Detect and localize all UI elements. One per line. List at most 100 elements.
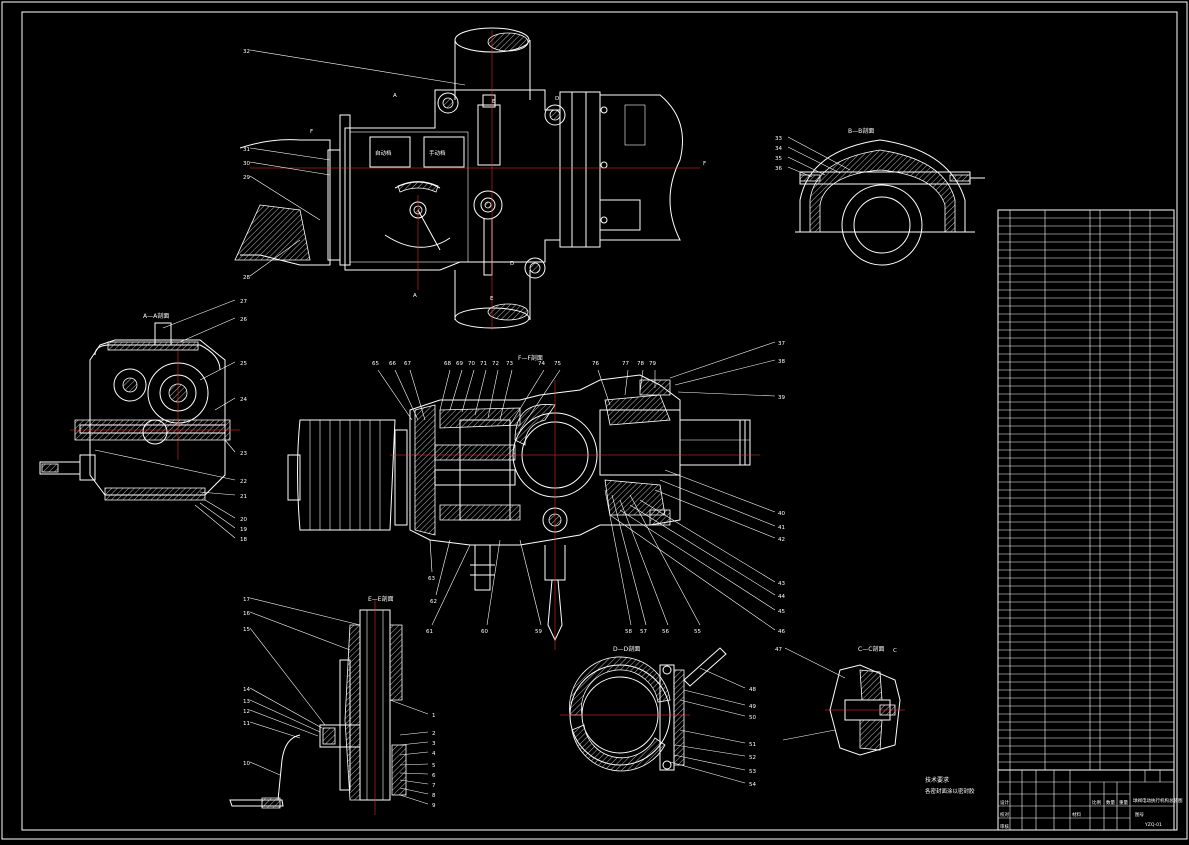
balloon-54: 54 xyxy=(749,782,756,788)
balloon-63: 63 xyxy=(428,576,435,582)
balloon-20: 20 xyxy=(240,517,247,523)
front-view: 自动档 手动档 xyxy=(234,27,700,330)
tb-cell-review: 审核 xyxy=(1000,823,1009,830)
section-letter-a2: A xyxy=(413,293,417,299)
balloon-31: 31 xyxy=(243,147,250,153)
balloon-40: 40 xyxy=(778,511,785,517)
balloon-77: 77 xyxy=(622,361,629,367)
section-letter-f2: F xyxy=(703,161,706,167)
title-block: 球阀电动执行机构总装图 设计 校对 审核 比例 数量 重量 材料 图号 YZQ-… xyxy=(997,769,1183,831)
balloon-55: 55 xyxy=(694,629,701,635)
handwheel-knob xyxy=(473,190,503,220)
balloon-7: 7 xyxy=(432,783,436,789)
balloons-b-b: 33 34 35 36 xyxy=(775,136,851,178)
balloon-51: 51 xyxy=(749,742,756,748)
section-letter-f1: F xyxy=(310,129,313,135)
window-manual-label: 手动档 xyxy=(429,149,446,157)
tb-cell-drawing-no: 图号 xyxy=(1135,812,1144,818)
window-manual xyxy=(423,136,465,168)
balloon-4: 4 xyxy=(432,751,436,757)
tb-cell-material: 材料 xyxy=(1072,811,1081,818)
tech-requirements: 技术要求 各密封面涂以密封胶 xyxy=(925,776,975,795)
section-b-b: B—B剖面 xyxy=(795,127,985,266)
balloon-79: 79 xyxy=(649,361,656,367)
window-auto xyxy=(369,136,411,168)
balloon-35: 35 xyxy=(775,156,782,162)
balloons-a-a: 27 26 25 24 23 22 21 20 19 18 xyxy=(94,299,247,543)
balloon-71: 71 xyxy=(480,361,487,367)
section-e-e: E—E剖面 xyxy=(229,595,407,815)
balloon-61: 61 xyxy=(426,629,433,635)
section-letter-d1: D xyxy=(510,261,514,267)
title-e-e: E—E剖面 xyxy=(368,595,394,603)
balloon-29: 29 xyxy=(243,175,250,181)
window-auto-label: 自动档 xyxy=(375,149,392,157)
balloon-43: 43 xyxy=(778,581,785,587)
balloon-12: 12 xyxy=(243,709,250,715)
balloons-d-d: 48 49 50 51 52 53 54 xyxy=(669,667,756,788)
tech-req-line1: 各密封面涂以密封胶 xyxy=(925,787,975,795)
section-d-d: D—D剖面 xyxy=(560,645,727,772)
balloon-27: 27 xyxy=(240,299,247,305)
balloon-44: 44 xyxy=(778,594,785,600)
balloon-76: 76 xyxy=(592,361,599,367)
title-c: C—C剖面 xyxy=(858,645,884,653)
balloon-72: 72 xyxy=(492,361,499,367)
section-c: C—C剖面 C xyxy=(825,645,905,756)
tb-cell-scale: 比例 xyxy=(1092,799,1101,806)
section-letter-d2: D xyxy=(555,96,559,102)
balloon-10: 10 xyxy=(243,761,250,767)
balloon-23: 23 xyxy=(240,451,247,457)
title-b-b: B—B剖面 xyxy=(848,127,874,135)
tb-cell-check: 校对 xyxy=(1000,811,1009,818)
balloon-57: 57 xyxy=(640,629,647,635)
balloon-15: 15 xyxy=(243,627,250,633)
section-letter-e2: E xyxy=(490,296,494,302)
balloon-34: 34 xyxy=(775,146,782,152)
balloon-14: 14 xyxy=(243,687,250,693)
balloon-18: 18 xyxy=(240,537,247,543)
balloon-62: 62 xyxy=(430,599,437,605)
balloon-70: 70 xyxy=(468,361,475,367)
balloon-53: 53 xyxy=(749,769,756,775)
balloon-49: 49 xyxy=(749,704,756,710)
balloon-11: 11 xyxy=(243,721,250,727)
balloon-5: 5 xyxy=(432,763,436,769)
balloon-65: 65 xyxy=(372,361,379,367)
balloon-66: 66 xyxy=(389,361,396,367)
balloon-59: 59 xyxy=(535,629,542,635)
tb-cell-qty: 数量 xyxy=(1106,799,1115,806)
section-letter-c: C xyxy=(893,648,897,654)
balloon-52: 52 xyxy=(749,755,756,761)
parts-list xyxy=(997,209,1175,771)
balloon-46: 46 xyxy=(778,629,785,635)
balloon-75: 75 xyxy=(554,361,561,367)
tb-cell-weight: 重量 xyxy=(1119,799,1128,806)
balloon-41: 41 xyxy=(778,525,785,531)
balloon-3: 3 xyxy=(432,741,436,747)
balloon-19: 19 xyxy=(240,527,247,533)
balloon-30: 30 xyxy=(243,161,250,167)
balloon-45: 45 xyxy=(778,609,785,615)
motor-body xyxy=(297,419,396,531)
balloon-25: 25 xyxy=(240,361,247,367)
balloon-22: 22 xyxy=(240,479,247,485)
inner-frame xyxy=(21,11,1178,831)
balloon-58: 58 xyxy=(625,629,632,635)
title-a-a: A—A剖面 xyxy=(143,312,169,320)
title-f-f: F—F剖面 xyxy=(518,354,543,362)
balloon-33: 33 xyxy=(775,136,782,142)
section-letter-e1: E xyxy=(492,99,496,105)
balloon-78: 78 xyxy=(637,361,644,367)
balloons-top: 32 31 30 29 28 xyxy=(243,49,466,281)
balloon-47: 47 xyxy=(775,647,782,653)
section-f-f: F—F剖面 xyxy=(287,354,760,650)
balloon-24: 24 xyxy=(240,397,247,403)
balloons-e-e: 17 16 15 14 13 12 11 10 1 2 3 4 5 6 7 8 … xyxy=(243,597,436,809)
drawing-code: YZQ-01 xyxy=(1144,822,1162,828)
balloon-38: 38 xyxy=(778,359,785,365)
balloon-16: 16 xyxy=(243,611,250,617)
balloon-36: 36 xyxy=(775,166,782,172)
